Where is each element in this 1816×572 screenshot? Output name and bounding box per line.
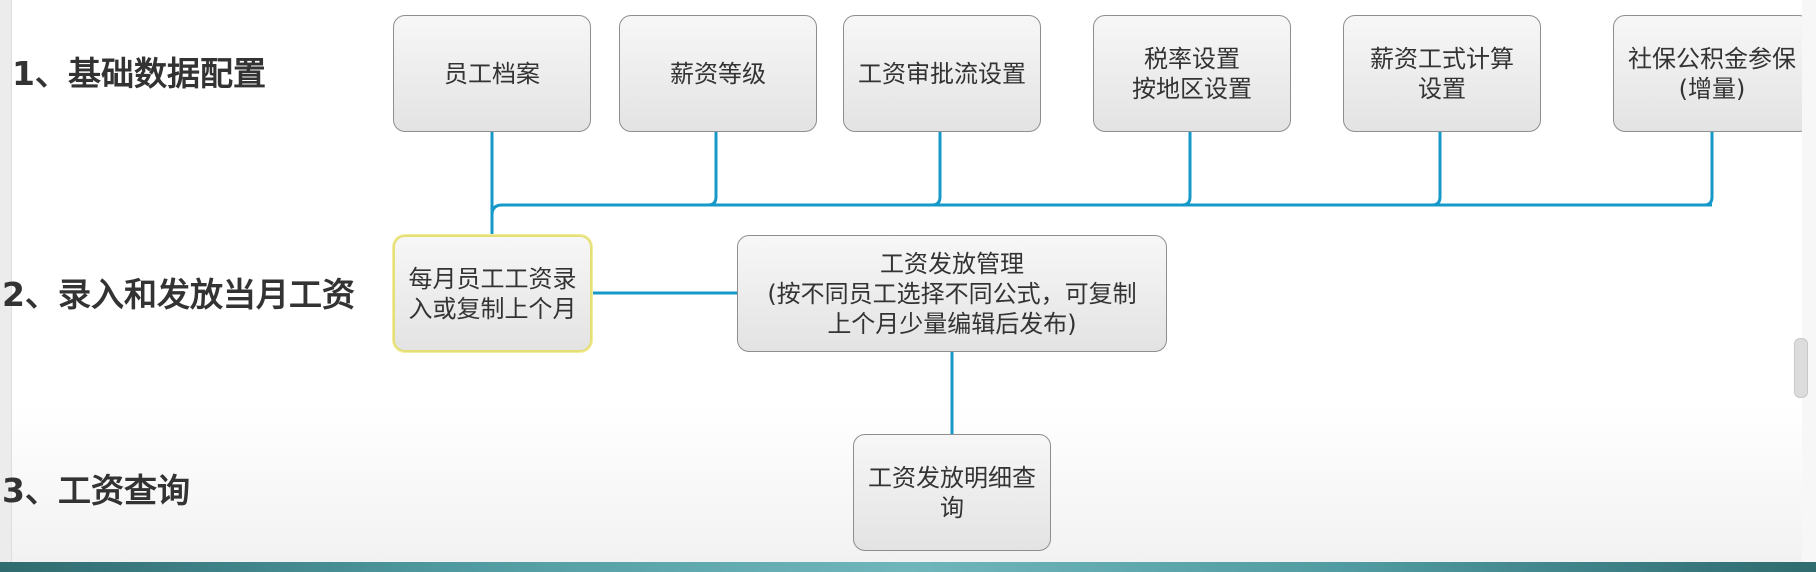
node-salary-approval-flow[interactable]: 工资审批流设置 [843,15,1041,132]
node-salary-payment-management[interactable]: 工资发放管理 (按不同员工选择不同公式，可复制 上个月少量编辑后发布) [737,235,1167,352]
bottom-bar [0,562,1816,572]
connector-horizontal-bus [490,203,1712,235]
row-label-salary-query: 3、工资查询 [2,471,190,510]
connector-salary-formula [1431,132,1442,207]
node-salary-grade[interactable]: 薪资等级 [619,15,817,132]
node-tax-rate-settings[interactable]: 税率设置 按地区设置 [1093,15,1291,132]
connector-salary-grade [707,132,718,207]
connector-social-insurance [1703,132,1714,207]
node-social-insurance-fund[interactable]: 社保公积金参保 (增量) [1613,15,1811,132]
vertical-scrollbar-track[interactable] [1802,0,1816,562]
node-salary-formula[interactable]: 薪资工式计算 设置 [1343,15,1541,132]
connector-salary-approval [931,132,942,207]
connector-tax-rate [1181,132,1192,207]
left-rail [0,0,12,562]
vertical-scrollbar-thumb[interactable] [1794,338,1808,398]
row-label-basic-config: 1、基础数据配置 [12,54,266,93]
node-monthly-salary-entry[interactable]: 每月员工工资录 入或复制上个月 [393,235,592,352]
node-salary-payment-detail-query[interactable]: 工资发放明细查 询 [853,434,1051,551]
node-employee-records[interactable]: 员工档案 [393,15,591,132]
row-label-monthly-salary: 2、录入和发放当月工资 [2,275,355,314]
